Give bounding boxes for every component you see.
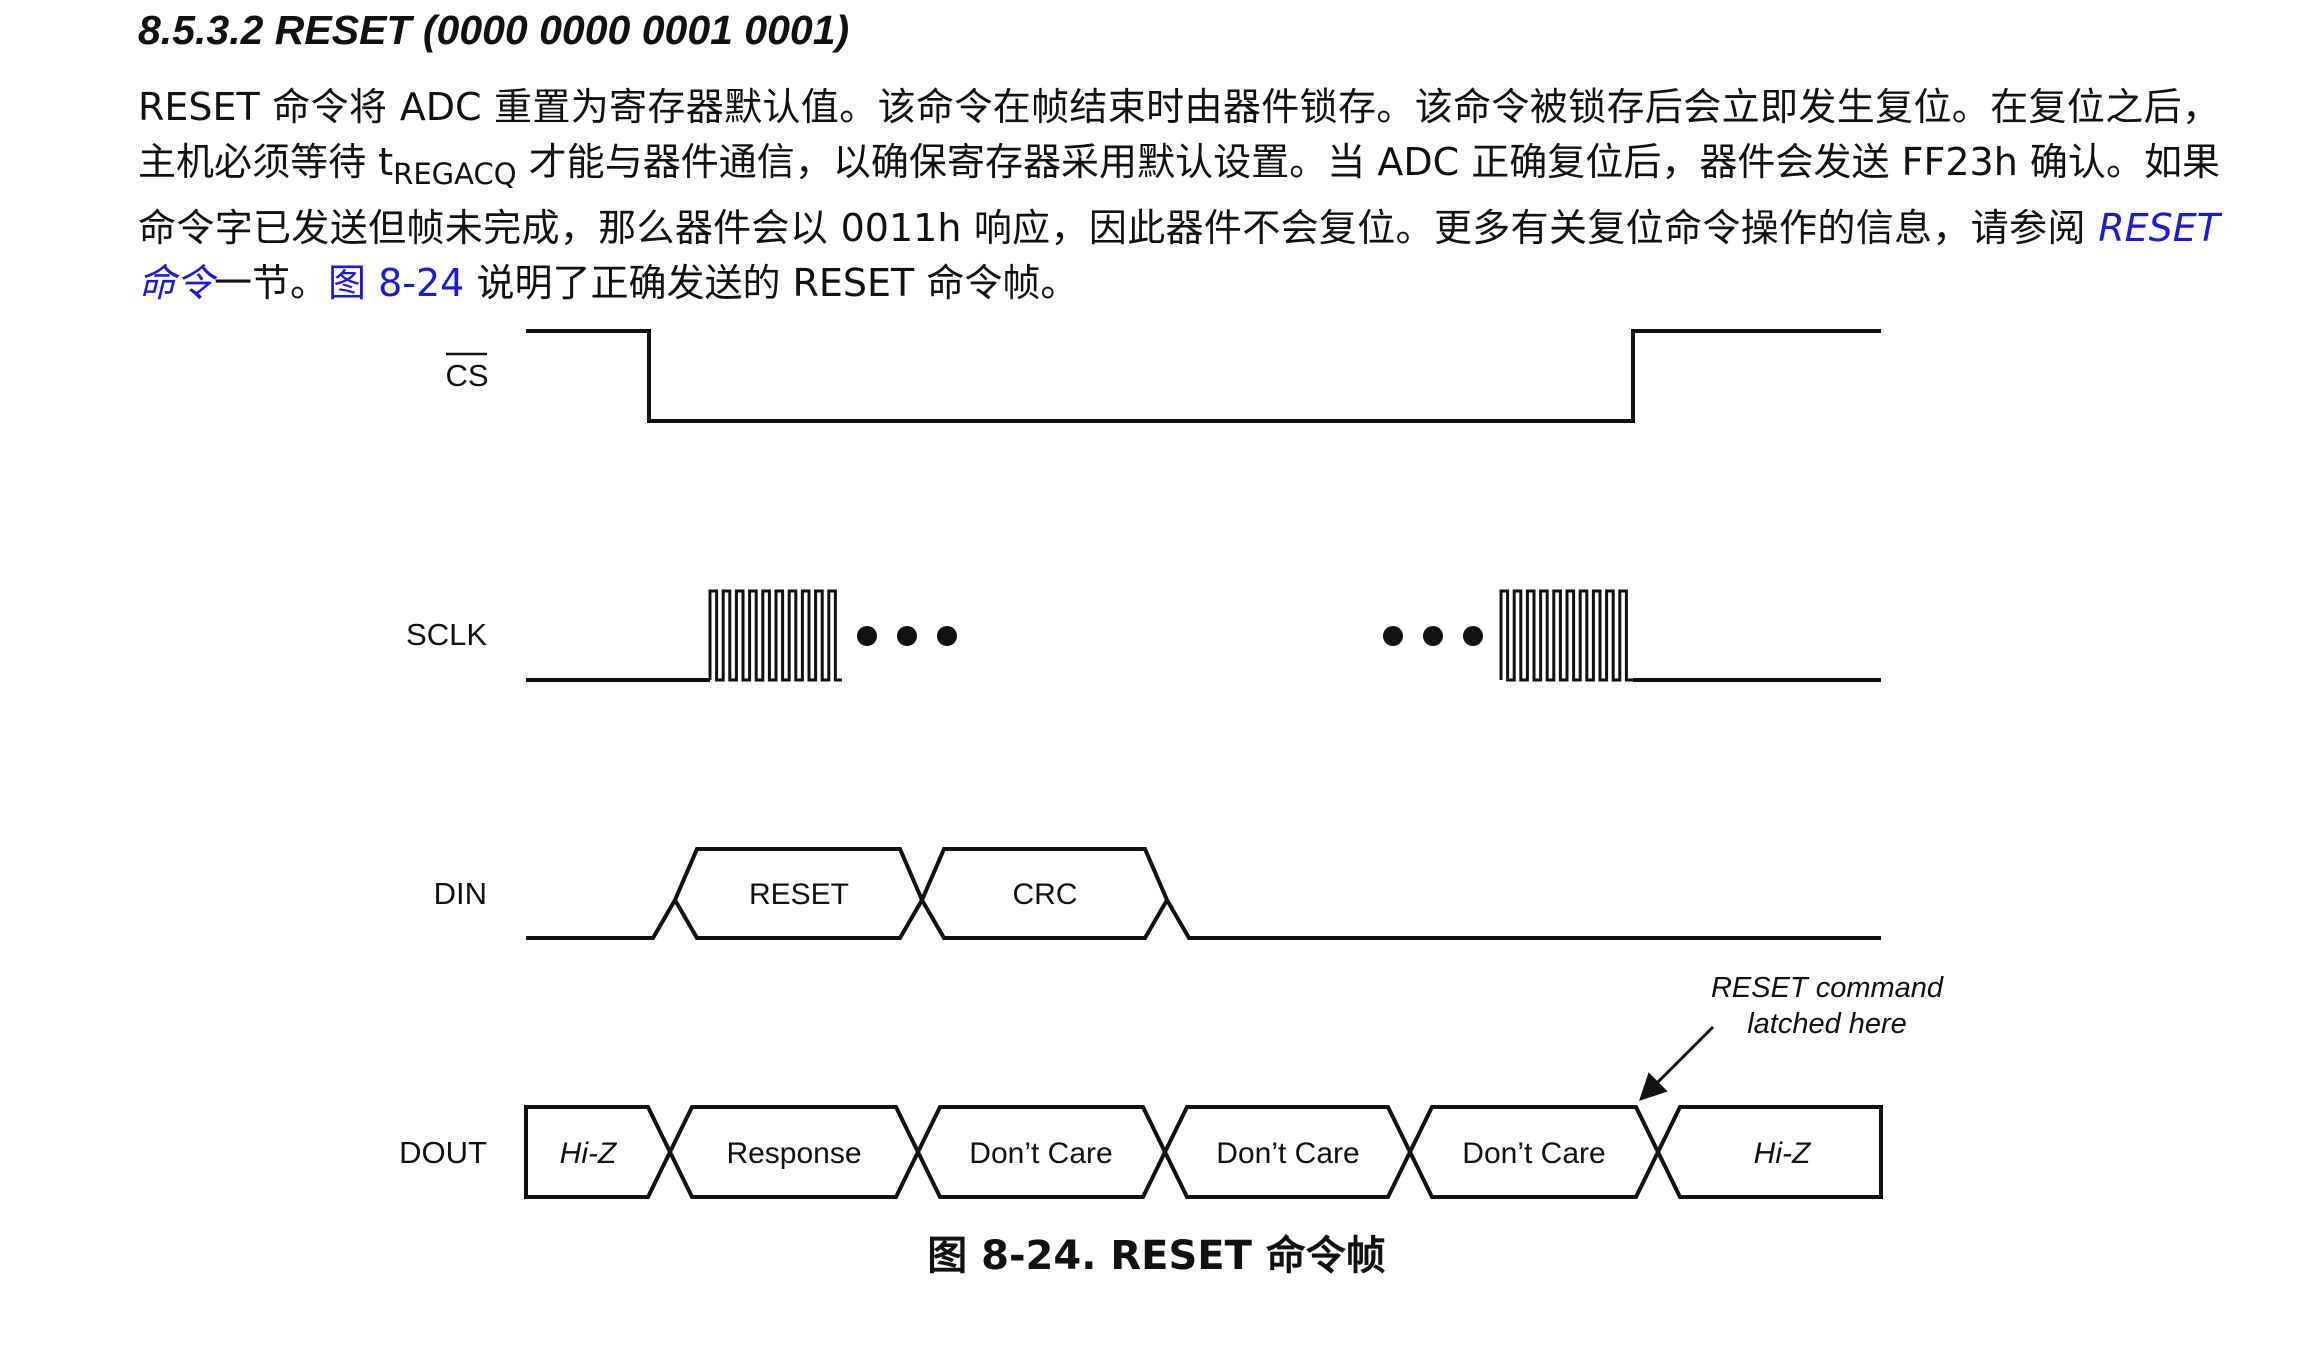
paragraph-text: 才能与器件通信，以确保寄存器采用默认设置。当 ADC 正确复位后，器件会发送 F… (138, 139, 2220, 251)
paragraph-text: 说明了正确发送的 RESET 命令帧。 (464, 260, 1079, 305)
figure-caption: 图 8-24. RESET 命令帧 (927, 1233, 1386, 1279)
dout-dont-care-1-text: Don’t Care (969, 1137, 1112, 1170)
dout-dont-care-2-text: Don’t Care (1216, 1137, 1359, 1170)
dout-cell-hiz-start (524, 1105, 673, 1199)
din-idle-right (1165, 898, 1881, 940)
sclk-burst-left (708, 589, 842, 682)
latch-annotation-line1: RESET command (1711, 972, 1944, 1004)
t-regacq-subscript: REGACQ (393, 156, 517, 191)
dout-response-text: Response (726, 1137, 861, 1170)
dout-hiz-start-text: Hi-Z (560, 1137, 618, 1170)
sclk-ellipsis-right (1383, 626, 1483, 646)
sclk-label: SCLK (406, 617, 487, 652)
body-paragraph: RESET 命令将 ADC 重置为寄存器默认值。该命令在帧结束时由器件锁存。该命… (138, 80, 2220, 310)
cs-waveform (526, 329, 1881, 423)
dout-cell-hiz-end (1655, 1105, 1883, 1199)
din-label: DIN (434, 876, 487, 911)
paragraph-text: RESET 命令将 ADC 重置为寄存器默认值。该命令在帧结束时由器件锁存。该命… (138, 85, 2220, 184)
din-idle-left (526, 898, 677, 940)
dout-dont-care-3-text: Don’t Care (1462, 1137, 1605, 1170)
figure-ref-link[interactable]: 图 8-24 (328, 260, 465, 305)
sclk-burst-right (1499, 589, 1633, 682)
section-heading: 8.5.3.2 RESET (0000 0000 0001 0001) (138, 7, 850, 53)
din-crc-text: CRC (1013, 878, 1078, 911)
reset-command-link[interactable]: RESET 命令 (138, 206, 2220, 305)
latch-annotation-line2: latched here (1747, 1008, 1907, 1040)
din-reset-text: RESET (749, 878, 849, 911)
timing-diagram: CS SCLK DIN DOUT RESET CRC Hi-Z Response… (399, 329, 1944, 1199)
paragraph-text: 一节。 (214, 260, 329, 305)
dout-label: DOUT (399, 1135, 487, 1170)
dout-hiz-end-text: Hi-Z (1754, 1137, 1812, 1170)
latch-arrow (1639, 1025, 1715, 1101)
cs-label: CS (445, 358, 488, 393)
sclk-ellipsis-left (857, 626, 957, 646)
